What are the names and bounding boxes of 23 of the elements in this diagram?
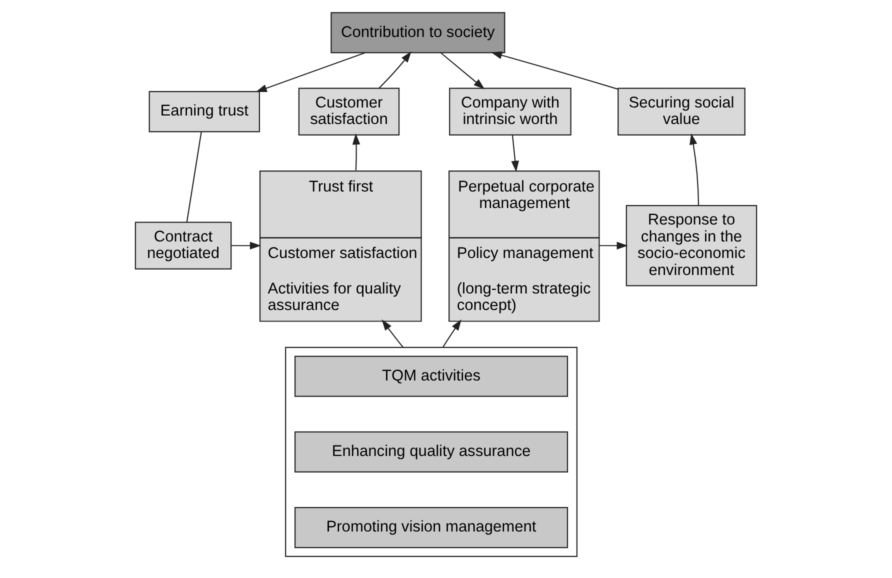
node-box: Response to changes in the socio-economic environment: [626, 205, 758, 286]
arrow: [511, 135, 519, 172]
node-box: TQM activities: [294, 356, 568, 397]
node-box: Company with intrinsic worth: [449, 88, 572, 136]
arrow: [598, 242, 628, 250]
node-box: Enhancing quality assurance: [294, 431, 568, 472]
connector: [186, 132, 202, 222]
node-box: Customer satisfaction: [298, 88, 400, 136]
arrow: [231, 242, 262, 250]
node-box: Securing social value: [618, 88, 746, 136]
arrow: [382, 319, 404, 348]
arrow: [490, 52, 618, 90]
node-box: Contribution to society: [330, 12, 506, 54]
arrow: [689, 133, 700, 206]
node-box: Contract negotiated: [134, 222, 232, 270]
arrow: [256, 52, 366, 92]
node-box: Promoting vision management: [294, 506, 568, 548]
cluster: [285, 346, 578, 558]
arrow: [440, 52, 485, 90]
arrow: [378, 51, 412, 89]
node-box: Earning trust: [148, 91, 260, 132]
arrow: [442, 319, 462, 348]
arrow: [352, 133, 360, 170]
